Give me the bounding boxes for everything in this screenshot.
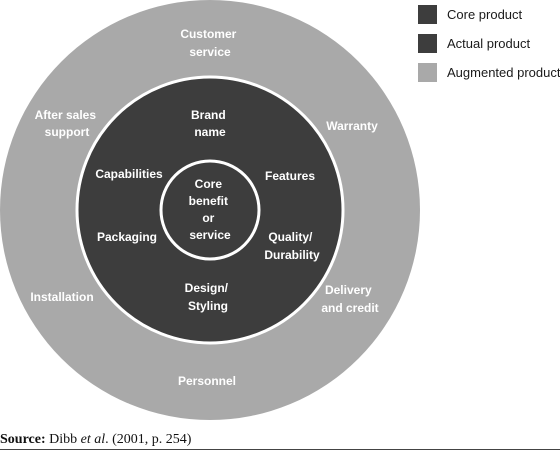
legend-label-core: Core product bbox=[447, 6, 523, 22]
core-benefit-label: Core benefit or service bbox=[189, 177, 232, 242]
legend-item-actual: Actual product bbox=[418, 33, 560, 53]
capabilities-label: Capabilities bbox=[95, 167, 163, 181]
legend-item-augmented: Augmented product bbox=[418, 62, 560, 82]
legend-label-augmented: Augmented product bbox=[447, 64, 560, 80]
brand-name-label: Brand name bbox=[191, 108, 229, 139]
source-label: Source: bbox=[0, 432, 46, 447]
installation-label: Installation bbox=[30, 290, 93, 304]
warranty-label: Warranty bbox=[326, 119, 378, 133]
source-divider bbox=[0, 449, 560, 450]
delivery-credit-label: Delivery and credit bbox=[321, 283, 378, 315]
legend-swatch-augmented bbox=[418, 62, 437, 82]
source-etal: et al bbox=[80, 432, 106, 447]
quality-durability-label: Quality/ Durability bbox=[264, 230, 320, 262]
features-label: Features bbox=[265, 169, 315, 183]
legend-swatch-actual bbox=[418, 33, 437, 53]
source-citation: Source: Dibb et al. (2001, p. 254) bbox=[0, 432, 191, 448]
after-sales-support-label: After sales support bbox=[35, 108, 100, 139]
customer-service-label: Customer service bbox=[180, 27, 239, 59]
legend: Core product Actual product Augmented pr… bbox=[418, 4, 560, 91]
legend-label-actual: Actual product bbox=[447, 35, 531, 51]
legend-item-core: Core product bbox=[418, 4, 560, 24]
source-author: Dibb bbox=[49, 432, 78, 447]
core-product-ring bbox=[159, 159, 261, 261]
source-rest: . (2001, p. 254) bbox=[105, 432, 192, 447]
design-styling-label: Design/ Styling bbox=[185, 281, 232, 313]
legend-swatch-core bbox=[418, 4, 437, 24]
packaging-label: Packaging bbox=[97, 230, 157, 244]
personnel-label: Personnel bbox=[178, 374, 236, 388]
